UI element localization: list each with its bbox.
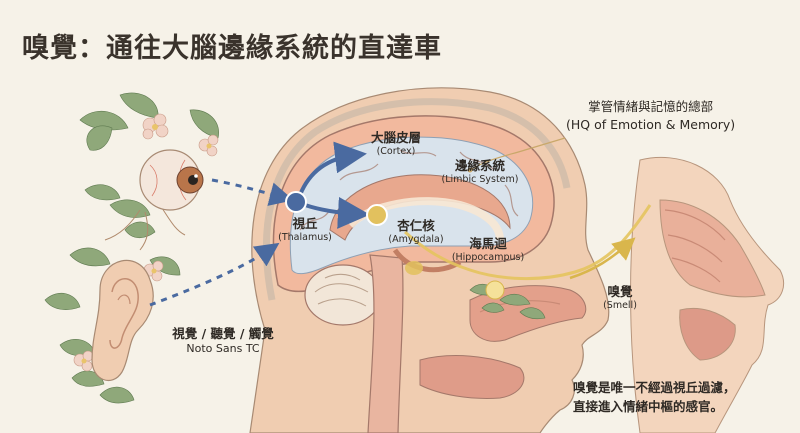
label-amygdala: 杏仁核 (Amygdala) [376, 218, 456, 246]
label-hippocampus-zh: 海馬迴 [469, 236, 507, 251]
label-hippocampus-en: (Hippocampus) [451, 251, 525, 263]
page-title: 嗅覺：通往大腦邊緣系統的直達車 [22, 33, 442, 64]
label-cortex-en: (Cortex) [376, 145, 416, 157]
label-limbic-en: (Limbic System) [441, 173, 519, 185]
callout-leader [469, 137, 566, 171]
label-smell-zh: 嗅覺 [607, 284, 633, 299]
label-thalamus: 視丘 (Thalamus) [270, 216, 340, 244]
label-senses-zh: 視覺 / 聽覺 / 觸覺 [172, 326, 274, 341]
label-thalamus-zh: 視丘 [292, 216, 318, 231]
label-cortex-zh: 大腦皮層 [370, 130, 421, 145]
label-amygdala-en: (Amygdala) [388, 233, 444, 245]
amygdala-node [366, 204, 388, 226]
label-senses-en: Noto Sans TC [186, 341, 260, 355]
ear-to-thalamus-path [149, 242, 280, 307]
olfactory-bulb [485, 280, 505, 300]
label-senses: 視覺 / 聽覺 / 觸覺 Noto Sans TC [158, 326, 288, 355]
smell-arrow [569, 237, 636, 280]
label-limbic: 邊緣系統 (Limbic System) [435, 158, 525, 186]
label-amygdala-zh: 杏仁核 [397, 218, 435, 233]
nose-illustration [630, 156, 784, 433]
hq-callout-zh: 掌管情緒與記憶的總部 [588, 99, 714, 114]
thalamus-to-amygdala-arrow [304, 196, 370, 229]
hq-callout: 掌管情緒與記憶的總部 (HQ of Emotion & Memory) [566, 98, 735, 134]
label-thalamus-en: (Thalamus) [278, 231, 332, 243]
hq-callout-en: (HQ of Emotion & Memory) [566, 117, 736, 133]
thalamus-to-cortex-arrow [298, 141, 367, 196]
label-cortex: 大腦皮層 (Cortex) [356, 130, 436, 158]
brainstem [367, 254, 404, 433]
label-hippocampus: 海馬迴 (Hippocampus) [443, 236, 533, 264]
label-smell-en: (Smell) [603, 299, 637, 311]
label-limbic-zh: 邊緣系統 [454, 158, 505, 173]
ear-illustration [44, 247, 181, 404]
eye-illustration [79, 92, 219, 251]
thalamus-node [285, 191, 307, 213]
bottom-note-line2: 直接進入情緒中樞的感官。 [573, 399, 724, 415]
bottom-note-line1: 嗅覺是唯一不經過視丘過濾， [573, 380, 736, 395]
eye-to-thalamus-path [211, 178, 294, 206]
bottom-note: 嗅覺是唯一不經過視丘過濾， 直接進入情緒中樞的感官。 [573, 378, 736, 417]
label-smell: 嗅覺 (Smell) [590, 284, 650, 312]
